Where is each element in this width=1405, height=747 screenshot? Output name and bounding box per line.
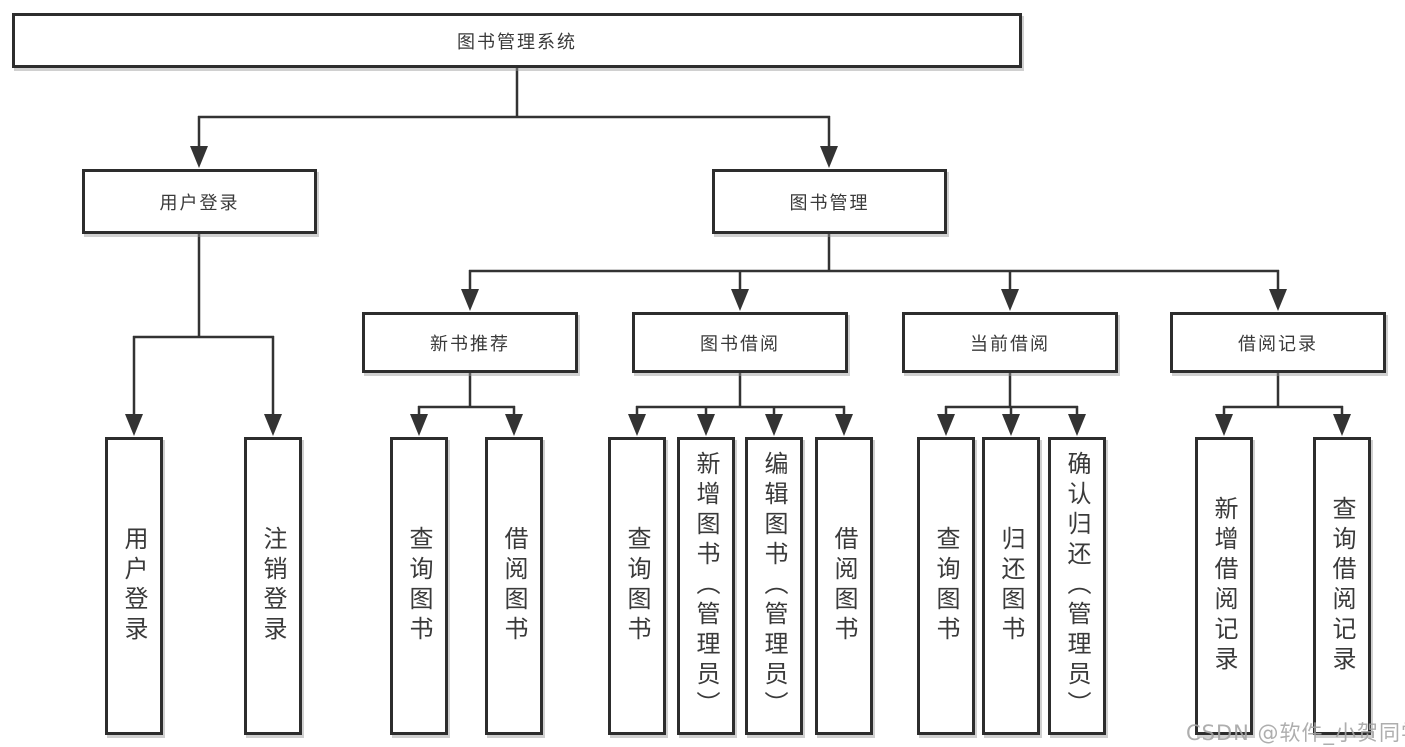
leaf-query-borrow-record: 查询借阅记录: [1313, 437, 1371, 735]
node-user-login: 用户登录: [82, 169, 317, 234]
node-current-borrow-label: 当前借阅: [970, 333, 1050, 355]
node-new-book-recommend: 新书推荐: [362, 312, 578, 373]
csdn-watermark: CSDN @软件_小贺同学: [1186, 721, 1405, 745]
leaf-user-login: 用户登录: [105, 437, 163, 735]
node-book-borrow-label: 图书借阅: [700, 333, 780, 355]
node-book-borrow: 图书借阅: [632, 312, 848, 373]
leaf-logout: 注销登录: [244, 437, 302, 735]
leaf-borrow-books-2-label: 借阅图书: [830, 526, 858, 646]
node-borrow-records: 借阅记录: [1170, 312, 1386, 373]
node-book-management-label: 图书管理: [789, 192, 870, 214]
leaf-query-borrow-record-label: 查询借阅记录: [1328, 496, 1356, 676]
leaf-add-book-admin: 新增图书（管理员）: [677, 437, 735, 735]
leaf-add-book-admin-label: 新增图书（管理员）: [692, 451, 720, 721]
leaf-query-books-1: 查询图书: [390, 437, 448, 735]
leaf-query-books-3: 查询图书: [917, 437, 975, 735]
arrowhead-icons: [125, 146, 1351, 436]
node-book-management: 图书管理: [712, 169, 947, 234]
leaf-borrow-books-1-label: 借阅图书: [500, 526, 528, 646]
leaf-query-books-1-label: 查询图书: [405, 526, 433, 646]
leaf-confirm-return-admin-label: 确认归还（管理员）: [1063, 451, 1091, 721]
leaf-query-books-2: 查询图书: [608, 437, 666, 735]
leaf-user-login-label: 用户登录: [120, 526, 148, 646]
node-new-book-recommend-label: 新书推荐: [430, 333, 510, 355]
leaf-return-book-label: 归还图书: [997, 526, 1025, 646]
leaf-return-book: 归还图书: [982, 437, 1040, 735]
leaf-query-books-2-label: 查询图书: [623, 526, 651, 646]
node-borrow-records-label: 借阅记录: [1238, 333, 1318, 355]
leaf-add-borrow-record: 新增借阅记录: [1195, 437, 1253, 735]
leaf-confirm-return-admin: 确认归还（管理员）: [1048, 437, 1106, 735]
leaf-edit-book-admin-label: 编辑图书（管理员）: [760, 451, 788, 721]
leaf-borrow-books-2: 借阅图书: [815, 437, 873, 735]
node-current-borrow: 当前借阅: [902, 312, 1118, 373]
leaf-borrow-books-1: 借阅图书: [485, 437, 543, 735]
node-root-system: 图书管理系统: [12, 13, 1022, 68]
node-root-label: 图书管理系统: [457, 31, 577, 53]
leaf-edit-book-admin: 编辑图书（管理员）: [745, 437, 803, 735]
node-user-login-label: 用户登录: [159, 192, 240, 214]
leaf-add-borrow-record-label: 新增借阅记录: [1210, 496, 1238, 676]
leaf-logout-label: 注销登录: [259, 526, 287, 646]
leaf-query-books-3-label: 查询图书: [932, 526, 960, 646]
